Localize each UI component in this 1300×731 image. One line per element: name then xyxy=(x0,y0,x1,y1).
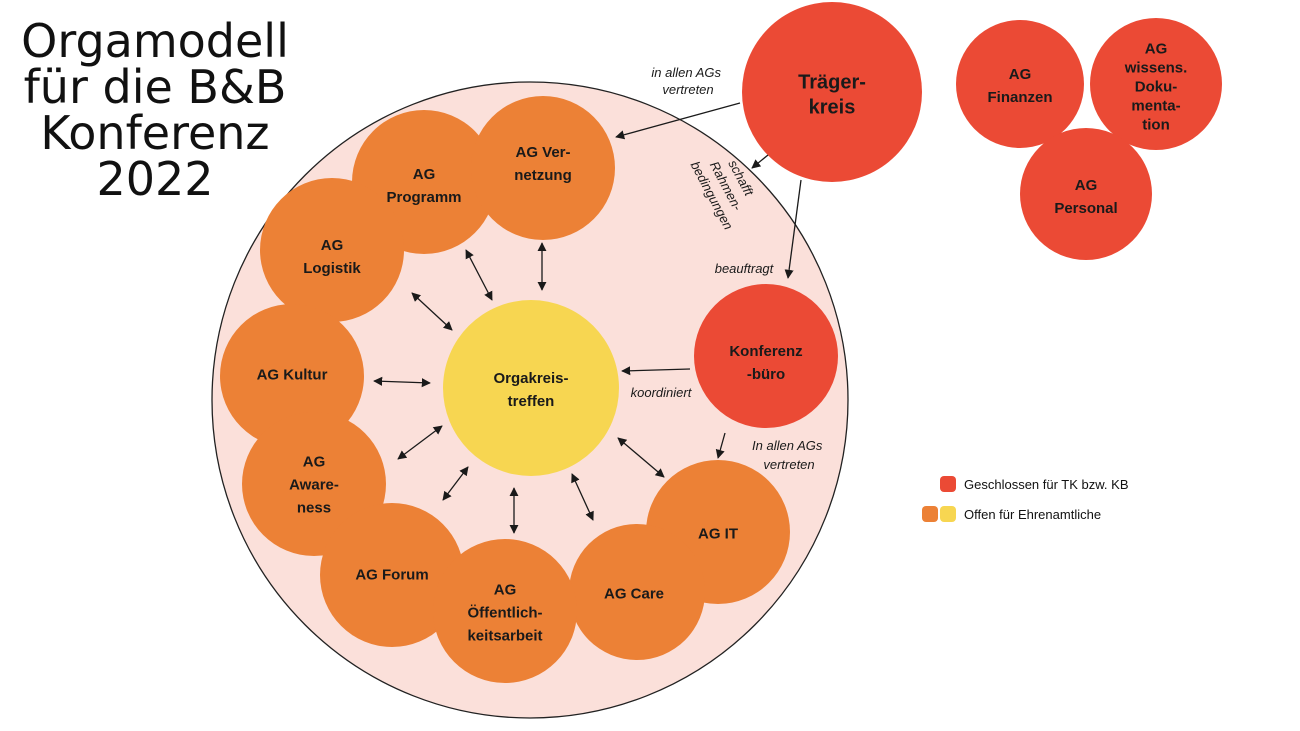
node-label-line: Finanzen xyxy=(987,89,1052,106)
node-label-line: Logistik xyxy=(303,260,361,277)
arrow-it-orgakreis xyxy=(617,437,665,478)
node-traegerkreis[interactable] xyxy=(742,2,922,182)
node-label-ag-programm: AG Programm xyxy=(386,166,461,206)
node-label-ag-it: AG IT xyxy=(698,525,738,542)
node-label-line: AG Kultur xyxy=(257,366,328,383)
arrow-awareness-orgakreis xyxy=(397,425,443,460)
node-label-line: AG Forum xyxy=(355,566,428,583)
node-label-line: Orgakreis- xyxy=(493,370,568,387)
arrow-konferenzbuero-it xyxy=(715,432,726,459)
node-label-line: Doku- xyxy=(1135,78,1178,95)
node-label-line: AG xyxy=(494,581,517,598)
node-label-line: keitsarbeit xyxy=(467,627,542,644)
node-label-line: Öffentlich- xyxy=(468,604,543,621)
node-label-ag-awareness: AG Aware-ness xyxy=(289,453,339,516)
title-line: für die B&B xyxy=(23,60,287,114)
arrow-programm-orgakreis xyxy=(465,249,493,301)
node-label-line: AG xyxy=(303,453,326,470)
edge-label-in-allen-ags-bottom: In allen AGs vertreten xyxy=(752,438,826,472)
legend-closed-label: Geschlossen für TK bzw. KB xyxy=(964,476,1129,492)
node-label-line: wissens. xyxy=(1124,59,1188,76)
node-konferenzbuero[interactable] xyxy=(694,284,838,428)
node-ag-vernetzung[interactable] xyxy=(471,96,615,240)
node-label-line: Aware- xyxy=(289,476,339,493)
edge-label-beauftragt: beauftragt xyxy=(715,261,775,276)
node-orgakreistreffen[interactable] xyxy=(443,300,619,476)
node-label-traegerkreis: Träger-kreis xyxy=(798,72,866,119)
arrow-konferenzbuero-orgakreis xyxy=(621,366,691,376)
edge-label-schafft-rahmenbedingungen: schafft Rahmen- bedingungen xyxy=(688,143,767,232)
legend-swatch-red xyxy=(940,476,956,492)
arrow-traeger-vernetzung xyxy=(615,102,741,140)
node-label-ag-care: AG Care xyxy=(604,585,664,602)
legend-swatch-yellow xyxy=(940,506,956,522)
arrow-logistik-orgakreis xyxy=(411,292,453,331)
node-label-line: AG xyxy=(321,237,344,254)
legend-swatch-orange xyxy=(922,506,938,522)
node-label-konferenzbuero: Konferenz -büro xyxy=(729,343,802,383)
node-label-ag-kultur: AG Kultur xyxy=(257,366,328,383)
node-label-line: -büro xyxy=(747,366,785,383)
node-label-line: menta- xyxy=(1131,97,1180,114)
node-label-line: ness xyxy=(297,499,331,516)
arrow-traeger-konferenzbuero xyxy=(784,179,802,279)
edge-label-koordiniert: koordiniert xyxy=(631,385,693,400)
legend-closed: Geschlossen für TK bzw. KB xyxy=(940,476,1129,492)
arrow-care-orgakreis xyxy=(571,473,594,521)
node-label-line: AG xyxy=(1009,66,1032,83)
node-label-ag-logistik: AG Logistik xyxy=(303,237,361,277)
node-label-orgakreis: Orgakreis-treffen xyxy=(493,370,568,410)
node-label-ag-wissens: AG wissens. Doku-menta-tion xyxy=(1124,40,1188,133)
node-label-line: AG xyxy=(1075,177,1098,194)
node-ag-oeffentlichkeitsarbeit[interactable] xyxy=(433,539,577,683)
node-ag-logistik[interactable] xyxy=(260,178,404,322)
title-line: 2022 xyxy=(96,152,214,206)
node-label-ag-oeffentlich: AG Öffentlich-keitsarbeit xyxy=(467,581,542,644)
node-label-line: AG Ver- xyxy=(515,144,570,161)
node-ag-personal[interactable] xyxy=(1020,128,1152,260)
node-label-line: Träger- xyxy=(798,72,866,94)
node-ag-wissens-dokumentation[interactable] xyxy=(1090,18,1222,150)
arrow-kultur-orgakreis xyxy=(373,376,431,388)
node-label-ag-vernetzung: AG Ver-netzung xyxy=(514,144,572,184)
node-label-ag-finanzen: AG Finanzen xyxy=(987,66,1052,106)
edge-label-in-allen-ags-top: in allen AGs vertreten xyxy=(651,65,724,97)
node-ag-forum[interactable] xyxy=(320,503,464,647)
node-label-line: Konferenz xyxy=(729,343,802,360)
node-label-line: AG IT xyxy=(698,525,738,542)
diagram-title: Orgamodell für die B&B Konferenz 2022 xyxy=(10,18,300,202)
node-label-line: treffen xyxy=(508,393,555,410)
title-line: Orgamodell xyxy=(21,14,289,68)
legend-open: Offen für Ehrenamtliche xyxy=(922,506,1101,522)
node-label-line: Programm xyxy=(386,189,461,206)
title-line: Konferenz xyxy=(40,106,270,160)
node-label-line: AG xyxy=(413,166,436,183)
node-label-line: Personal xyxy=(1054,200,1117,217)
node-label-line: kreis xyxy=(809,97,856,119)
node-label-line: AG xyxy=(1145,40,1168,57)
legend-open-label: Offen für Ehrenamtliche xyxy=(964,506,1102,522)
arrow-traeger-schafft xyxy=(751,154,769,169)
node-label-line: tion xyxy=(1142,116,1170,133)
node-ag-finanzen[interactable] xyxy=(956,20,1084,148)
arrow-forum-orgakreis xyxy=(442,466,469,501)
node-label-ag-personal: AG Personal xyxy=(1054,177,1117,217)
node-ag-care[interactable] xyxy=(569,524,705,660)
node-label-line: AG Care xyxy=(604,585,664,602)
node-label-ag-forum: AG Forum xyxy=(355,566,428,583)
node-ag-kultur[interactable] xyxy=(220,304,364,448)
node-label-line: netzung xyxy=(514,167,572,184)
